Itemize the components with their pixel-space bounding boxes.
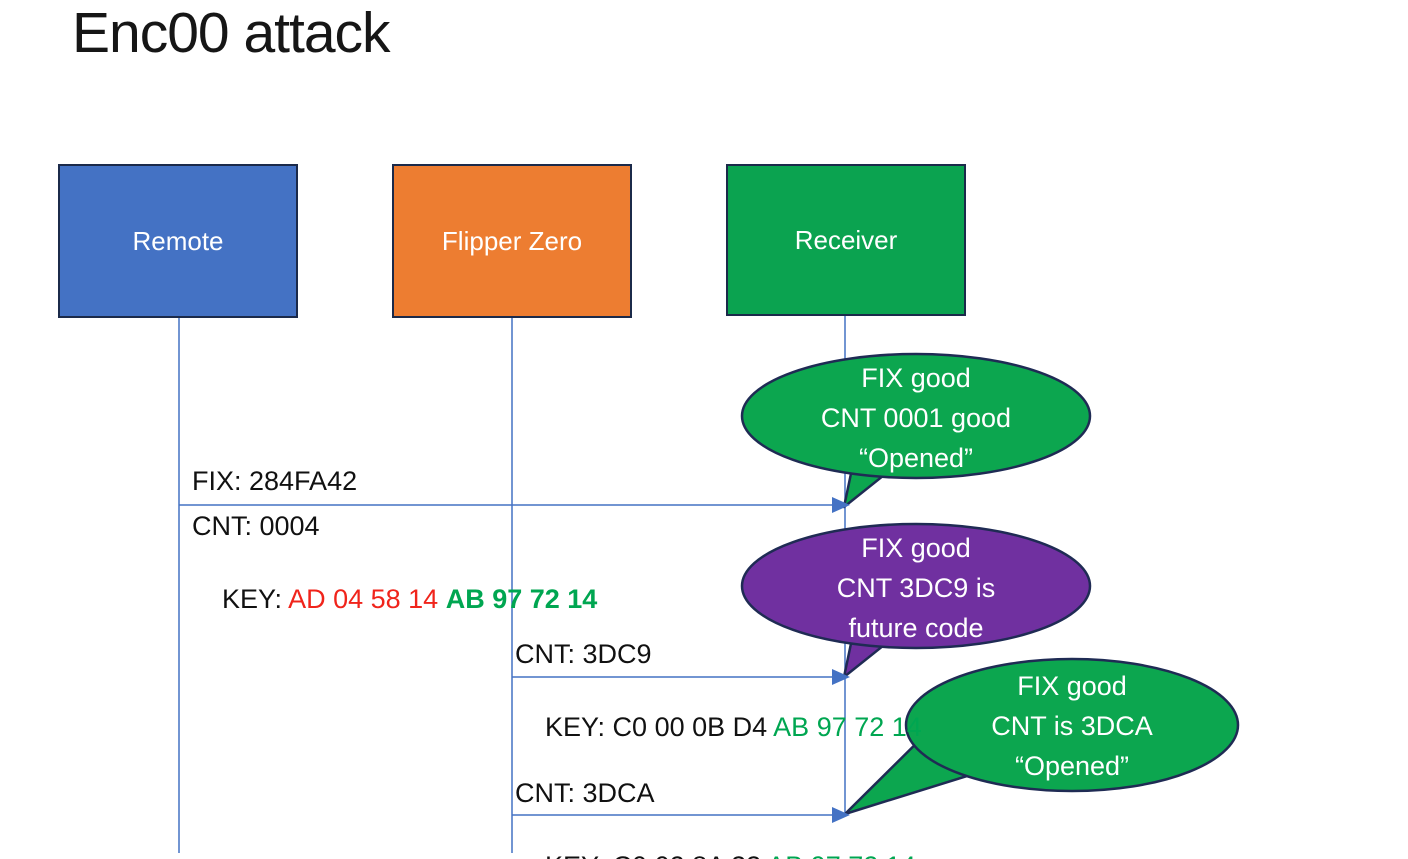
bubble-line: CNT is 3DCA bbox=[991, 711, 1153, 741]
bubble-3-ellipse bbox=[904, 657, 1240, 793]
actor-label-remote: Remote bbox=[132, 225, 224, 256]
actor-box-receiver: Receiver bbox=[726, 164, 966, 316]
msg1-key-red-bytes: AD 04 58 14 bbox=[288, 584, 446, 614]
arrowhead-icon bbox=[832, 807, 850, 823]
bubble-2-ellipse bbox=[740, 522, 1092, 650]
msg2-key-prefix: KEY: C0 00 0B D4 bbox=[545, 712, 774, 742]
bubble-line: “Opened” bbox=[858, 443, 974, 473]
msg3-key-prefix: KEY: C0 02 8A 33 bbox=[545, 851, 767, 859]
actor-box-remote: Remote bbox=[58, 164, 298, 318]
msg1-key-prefix: KEY: bbox=[222, 584, 289, 614]
msg1-cnt-label: CNT: 0004 bbox=[192, 511, 320, 541]
arrowhead-icon bbox=[832, 669, 850, 685]
bubble-2-text: FIX good CNT 3DC9 is future code bbox=[742, 528, 1090, 648]
msg2-cnt-label: CNT: 3DC9 bbox=[515, 639, 652, 669]
slide-title: Enc00 attack bbox=[72, 1, 391, 65]
bubble-line: “Opened” bbox=[1014, 751, 1130, 781]
msg3-key-green-bytes: AB 97 72 14 bbox=[767, 851, 916, 859]
msg1-fix-label: FIX: 284FA42 bbox=[192, 466, 358, 496]
bubble-1-text: FIX good CNT 0001 good “Opened” bbox=[742, 358, 1090, 478]
bubble-line: FIX good bbox=[861, 533, 971, 563]
msg3-cnt-label: CNT: 3DCA bbox=[515, 778, 655, 808]
bubble-3-text: FIX good CNT is 3DCA “Opened” bbox=[906, 666, 1238, 786]
bubble-1-ellipse bbox=[740, 352, 1092, 480]
actor-box-flipper-zero: Flipper Zero bbox=[392, 164, 632, 318]
actor-label-flipper-zero: Flipper Zero bbox=[441, 225, 583, 256]
actor-label-receiver: Receiver bbox=[794, 224, 898, 255]
msg2-key-green-bytes: AB 97 72 14 bbox=[773, 712, 922, 742]
msg3-key-label: KEY: C0 02 8A 33 AB 97 72 14 bbox=[515, 820, 916, 859]
bubble-line: FIX good bbox=[1017, 671, 1127, 701]
msg1-key-green-bytes: AB 97 72 14 bbox=[445, 584, 598, 614]
msg2-key-label: KEY: C0 00 0B D4 AB 97 72 14 bbox=[515, 681, 922, 774]
bubble-line: CNT 3DC9 is bbox=[836, 573, 996, 603]
bubble-line: CNT 0001 good bbox=[820, 403, 1012, 433]
msg1-key-label: KEY: AD 04 58 14 AB 97 72 14 bbox=[192, 553, 597, 646]
bubble-line: future code bbox=[848, 613, 984, 643]
bubble-line: FIX good bbox=[861, 363, 971, 393]
arrowhead-icon bbox=[832, 497, 850, 513]
